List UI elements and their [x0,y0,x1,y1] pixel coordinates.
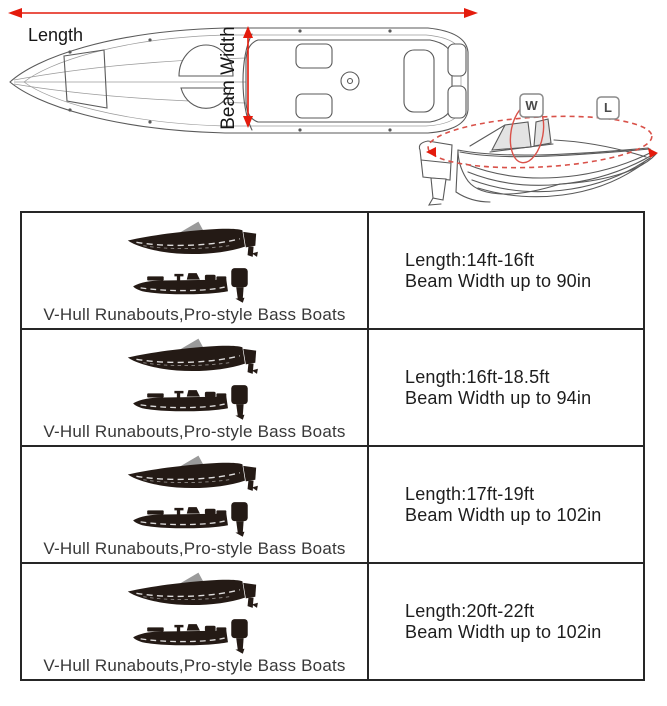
boat-types-caption: V-Hull Runabouts,Pro-style Bass Boats [43,539,346,558]
size-table: V-Hull Runabouts,Pro-style Bass Boats Le… [20,211,645,681]
size-spec-cell: Length:16ft-18.5ft Beam Width up to 94in [369,330,643,445]
size-row-3: V-Hull Runabouts,Pro-style Bass Boats Le… [22,447,643,564]
runabout-silhouette-icon [116,453,274,498]
runabout-silhouette-icon [116,219,274,264]
beam-width-spec: Beam Width up to 90in [405,270,592,291]
size-row-2: V-Hull Runabouts,Pro-style Bass Boats Le… [22,330,643,447]
boat-types-cell: V-Hull Runabouts,Pro-style Bass Boats [22,213,369,328]
size-spec-cell: Length:14ft-16ft Beam Width up to 90in [369,213,643,328]
beam-width-arrow [243,26,253,128]
boat-types-caption: V-Hull Runabouts,Pro-style Bass Boats [43,422,346,441]
length-label: Length [28,25,83,45]
length-arrow [8,8,478,18]
width-marker: W [519,93,544,118]
length-marker: L [596,96,620,120]
size-row-1: V-Hull Runabouts,Pro-style Bass Boats Le… [22,213,643,330]
deck-fitting-dots [68,29,392,132]
boat-types-cell: V-Hull Runabouts,Pro-style Bass Boats [22,447,369,562]
runabout-silhouette-icon [116,336,274,381]
boat-types-cell: V-Hull Runabouts,Pro-style Bass Boats [22,330,369,445]
size-spec-cell: Length:17ft-19ft Beam Width up to 102in [369,447,643,562]
length-spec: Length:14ft-16ft [405,249,535,270]
size-spec-cell: Length:20ft-22ft Beam Width up to 102in [369,564,643,679]
beam-width-spec: Beam Width up to 102in [405,504,602,525]
length-spec: Length:20ft-22ft [405,600,535,621]
beam-width-label: Beam Width [218,26,239,129]
bass-boat-silhouette-icon [120,615,270,656]
beam-width-spec: Beam Width up to 102in [405,621,602,642]
beam-width-spec: Beam Width up to 94in [405,387,592,408]
length-marker-label: L [604,100,612,115]
bass-boat-silhouette-icon [120,264,270,305]
bass-boat-silhouette-icon [120,381,270,422]
width-marker-label: W [525,98,538,113]
length-spec: Length:16ft-18.5ft [405,366,550,387]
length-spec: Length:17ft-19ft [405,483,535,504]
boat-types-caption: V-Hull Runabouts,Pro-style Bass Boats [43,305,346,324]
runabout-silhouette-icon [116,570,274,615]
size-row-4: V-Hull Runabouts,Pro-style Bass Boats Le… [22,564,643,679]
bass-boat-silhouette-icon [120,498,270,539]
boat-types-caption: V-Hull Runabouts,Pro-style Bass Boats [43,656,346,675]
measurement-diagram: Length Beam Width [8,8,658,206]
boat-top-view-drawing [9,27,469,134]
boat-types-cell: V-Hull Runabouts,Pro-style Bass Boats [22,564,369,679]
